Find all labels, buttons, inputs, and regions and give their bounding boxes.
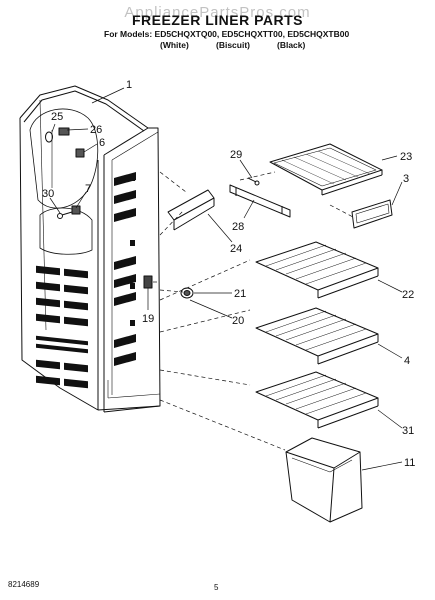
part-23-shelf: [269, 143, 383, 196]
callout-29: 29: [230, 149, 242, 161]
model-biscuit: ED5CHQXTT00,: [221, 29, 285, 39]
freezer-liner: [19, 85, 161, 413]
model-black: ED5CHQXTB00: [287, 29, 350, 39]
callout-30: 30: [42, 188, 54, 200]
callout-19: 19: [142, 313, 154, 325]
part-11-bin: [285, 437, 363, 523]
callout-7: 7: [85, 183, 91, 195]
diagram-title: FREEZER LINER PARTS: [131, 12, 304, 28]
part-22-wire-shelf: [255, 241, 379, 299]
part-4-wire-shelf: [255, 307, 379, 365]
callout-4: 4: [404, 355, 410, 367]
part-6-switch: [75, 148, 85, 158]
page-number: 5: [214, 583, 219, 592]
part-21-bushing: [180, 287, 194, 299]
part-24-trim: [167, 189, 215, 231]
callout-21: 21: [234, 288, 246, 300]
part-7-bracket: [71, 205, 81, 215]
part-19-clip: [143, 275, 153, 289]
callout-23: 23: [400, 151, 412, 163]
part-3-shelf-frame: [351, 199, 393, 229]
models-label: For Models:: [104, 29, 153, 39]
part-28-shelf-rail: [229, 184, 291, 218]
part-30-screw: [57, 211, 73, 219]
doc-number: 8214689: [8, 580, 40, 589]
color-black: (Black): [277, 40, 306, 50]
callout-20: 20: [232, 315, 244, 327]
callout-25: 25: [51, 111, 63, 123]
callout-1: 1: [126, 79, 132, 91]
callout-24: 24: [230, 243, 242, 255]
part-26-socket: [58, 127, 70, 136]
callout-11: 11: [404, 457, 415, 469]
color-white: (White): [160, 40, 189, 50]
callout-28: 28: [232, 221, 244, 233]
watermark: AppliancePartsPros.com: [124, 4, 311, 21]
callout-6: 6: [99, 137, 105, 149]
part-29-screw: [247, 177, 260, 186]
model-white: ED5CHQXTQ00,: [154, 29, 220, 39]
callout-22: 22: [402, 289, 414, 301]
part-25-bulb: [45, 131, 53, 143]
models-line: For Models: ED5CHQXTQ00, ED5CHQXTT00, ED…: [104, 29, 349, 39]
color-biscuit: (Biscuit): [216, 40, 250, 50]
part-31-wire-shelf: [255, 371, 379, 429]
callout-26: 26: [90, 124, 102, 136]
callout-3: 3: [403, 173, 409, 185]
callout-31: 31: [402, 425, 414, 437]
